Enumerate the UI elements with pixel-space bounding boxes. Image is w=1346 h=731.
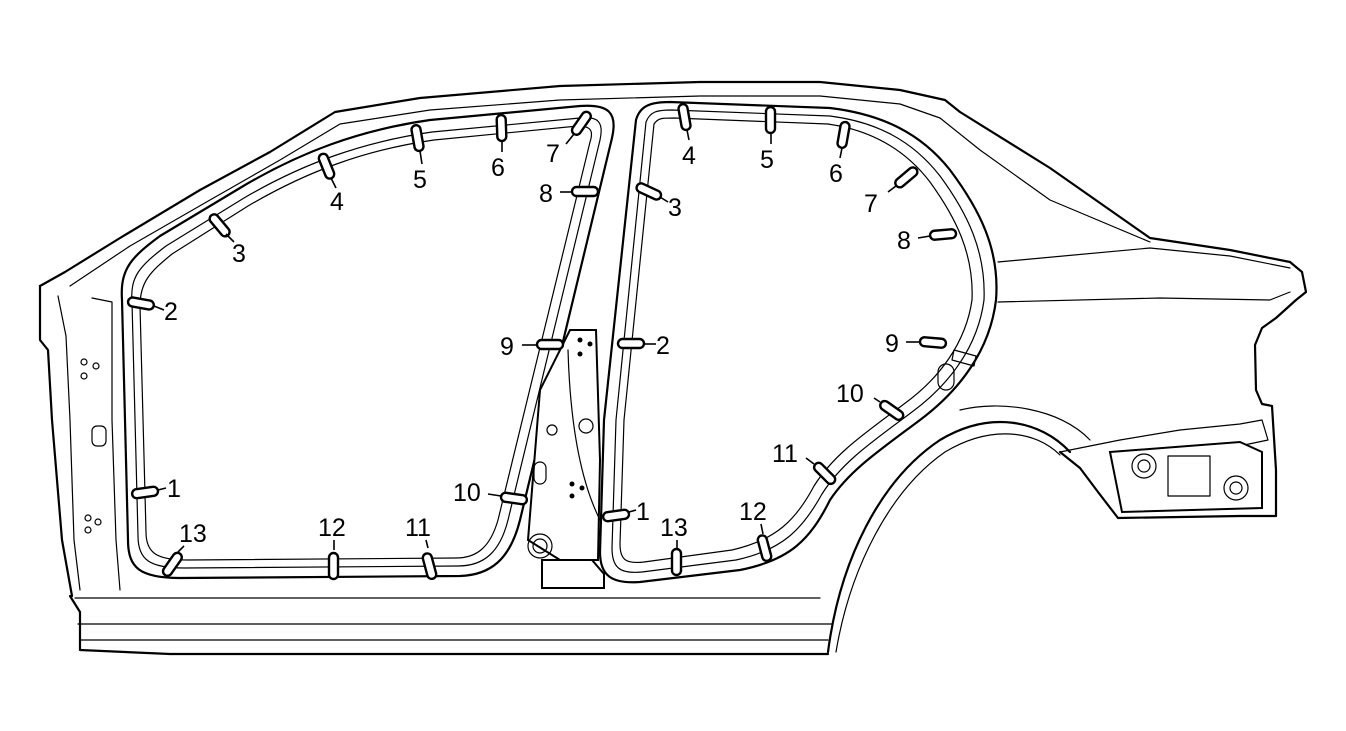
- rear-clip-10: [879, 399, 905, 421]
- front-callout-9: 9: [500, 333, 514, 361]
- rear-callout-6: 6: [829, 160, 843, 188]
- rear-callout-5: 5: [760, 146, 774, 174]
- rear-callout-8: 8: [897, 227, 911, 255]
- front-callout-7: 7: [546, 140, 560, 168]
- front-callout-4: 4: [330, 188, 344, 216]
- front-hinge-pillar: [38, 284, 74, 598]
- front-clip-9: [535, 338, 565, 351]
- rear-clip-5: [764, 105, 777, 135]
- rear-callout-11: 11: [772, 440, 798, 468]
- rear-clip-1: [601, 508, 631, 523]
- rear-clip-7: [894, 166, 919, 189]
- front-callout-1: 1: [167, 475, 181, 503]
- rear-clip-2: [616, 337, 646, 350]
- front-callout-13: 13: [179, 520, 207, 548]
- rear-door-opening: [80, 100, 998, 589]
- front-clip-5: [410, 124, 425, 153]
- rear-door-clips: 1 2 3 4 5 6 7 8 9 10: [601, 103, 958, 577]
- front-callout-11: 11: [405, 514, 431, 542]
- front-clip-12: [327, 551, 340, 581]
- rear-clip-6: [836, 120, 851, 149]
- front-opening-outer: [120, 104, 615, 580]
- rear-callout-3: 3: [668, 194, 682, 222]
- front-clip-3: [208, 213, 231, 238]
- front-door-clips: 1 2 3 4 5 6 7 8 9 10: [126, 110, 600, 581]
- front-callout-10: 10: [453, 479, 481, 507]
- rocker-panel: [68, 594, 830, 656]
- front-clip-10: [499, 491, 529, 506]
- rear-callout-9: 9: [885, 330, 899, 358]
- front-callout-8: 8: [539, 180, 553, 208]
- front-callout-2: 2: [164, 298, 178, 326]
- rear-callout-7: 7: [864, 190, 878, 218]
- rear-clip-11: [812, 461, 837, 486]
- rear-wheel-arch: [826, 421, 1072, 654]
- rear-callout-10: 10: [836, 380, 864, 408]
- rear-clip-9: [918, 336, 948, 349]
- rear-clip-13: [670, 547, 683, 577]
- body-side-panel: [38, 80, 1308, 656]
- front-clip-8: [570, 185, 600, 198]
- front-clip-13: [161, 551, 183, 577]
- rear-callout-1: 1: [636, 498, 650, 526]
- rear-callout-13: 13: [660, 514, 688, 542]
- rear-callout-12: 12: [739, 498, 767, 526]
- rear-opening-outer: [598, 100, 998, 584]
- rear-callout-4: 4: [682, 142, 696, 170]
- front-clip-2: [126, 296, 155, 311]
- front-clip-7: [570, 110, 592, 136]
- front-clip-6: [495, 113, 508, 143]
- body-outer-contour: [38, 80, 1308, 520]
- rear-clip-12: [756, 534, 773, 563]
- front-callout-5: 5: [413, 166, 427, 194]
- rear-clip-4: [677, 103, 692, 132]
- front-callout-3: 3: [232, 240, 246, 268]
- front-callout-6: 6: [491, 154, 505, 182]
- front-clip-1: [130, 485, 160, 500]
- front-callout-12: 12: [318, 514, 346, 542]
- rear-clip-3: [635, 182, 663, 201]
- rear-callout-2: 2: [656, 332, 670, 360]
- front-clip-11: [421, 552, 438, 581]
- rear-clip-8: [928, 228, 958, 241]
